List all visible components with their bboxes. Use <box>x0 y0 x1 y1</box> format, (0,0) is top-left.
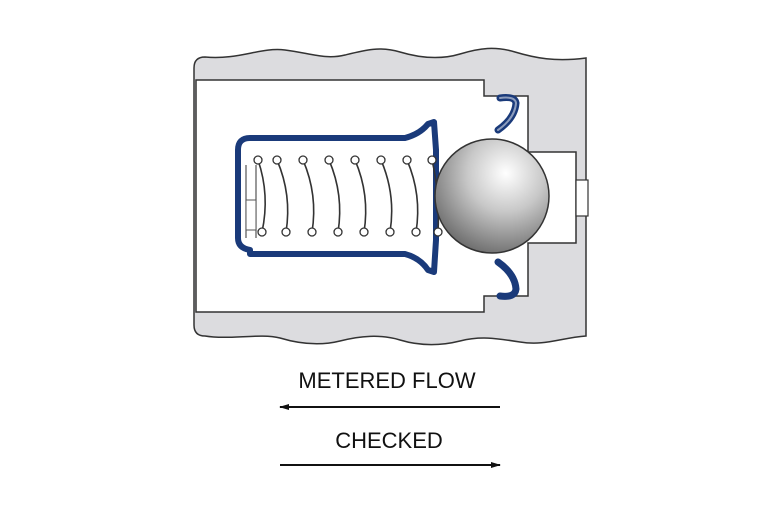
spring <box>257 159 440 233</box>
check-ball <box>434 138 550 254</box>
checked-label: CHECKED <box>335 428 443 453</box>
lower-seal <box>494 258 520 300</box>
retainer-insert <box>235 119 439 275</box>
outlet-port <box>575 179 589 217</box>
spring-ends <box>253 155 443 237</box>
metered-flow-label: METERED FLOW <box>298 368 476 393</box>
